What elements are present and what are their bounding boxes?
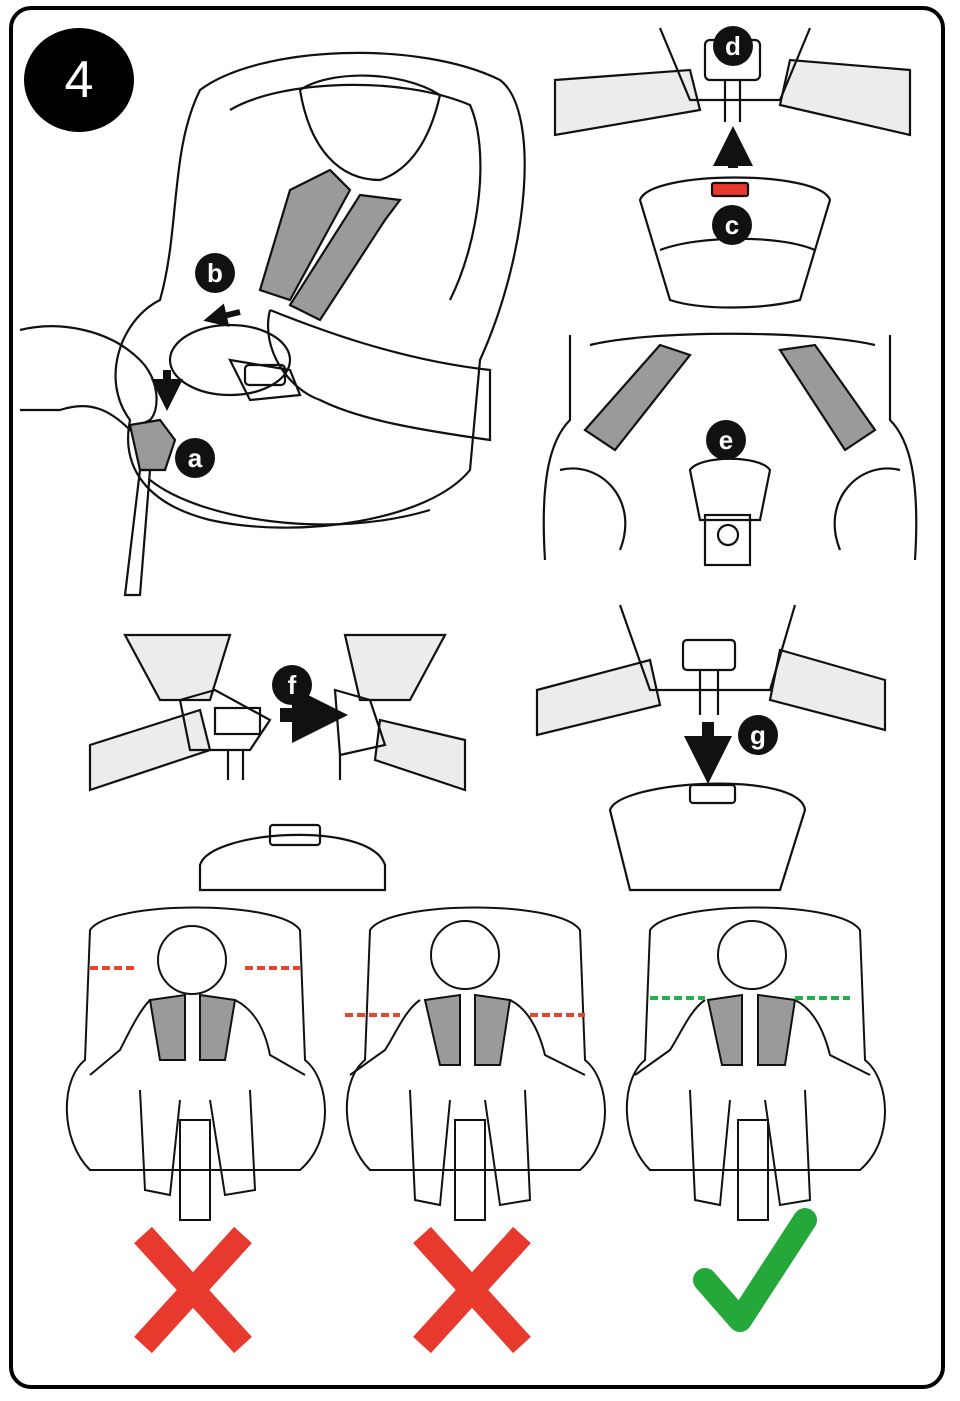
pad-right	[757, 993, 797, 1066]
step-number-badge: 4	[24, 28, 134, 132]
panel-harness-open	[542, 332, 918, 567]
svg-text:d: d	[725, 31, 741, 61]
panel-unbuckle	[553, 27, 912, 309]
svg-text:g: g	[750, 720, 766, 750]
example-straps-correct	[625, 906, 886, 1332]
pad-left-open	[583, 343, 692, 452]
callout-f: f	[272, 665, 312, 705]
arrow-b	[203, 303, 241, 327]
pad-left	[706, 993, 743, 1066]
callout-g: g	[738, 715, 778, 755]
callout-a: a	[175, 438, 215, 478]
example-straps-too-low	[345, 906, 606, 1354]
pad-left	[423, 993, 461, 1066]
svg-text:e: e	[719, 425, 733, 455]
cross-icon	[134, 1226, 252, 1354]
pad-left	[148, 993, 186, 1061]
callout-b: b	[195, 253, 235, 293]
svg-text:b: b	[207, 258, 223, 288]
example-straps-too-high	[65, 906, 326, 1354]
cross-icon	[413, 1226, 531, 1354]
callout-e: e	[706, 420, 746, 460]
check-icon	[693, 1208, 817, 1332]
pad-right-open	[778, 343, 877, 452]
svg-text:f: f	[288, 670, 297, 700]
svg-text:a: a	[188, 443, 203, 473]
panel-release-harness	[19, 51, 526, 597]
adjuster-strap	[123, 468, 152, 597]
callout-c: c	[712, 205, 752, 245]
pad-right	[474, 993, 512, 1066]
callout-d: d	[713, 26, 753, 66]
shoulder-pad-right	[288, 193, 403, 322]
panel-insert-buckle	[535, 604, 887, 892]
svg-text:c: c	[725, 210, 739, 240]
pad-right	[199, 993, 237, 1061]
panel-join-tongues	[88, 633, 467, 892]
shoulder-pad-left	[258, 168, 352, 302]
